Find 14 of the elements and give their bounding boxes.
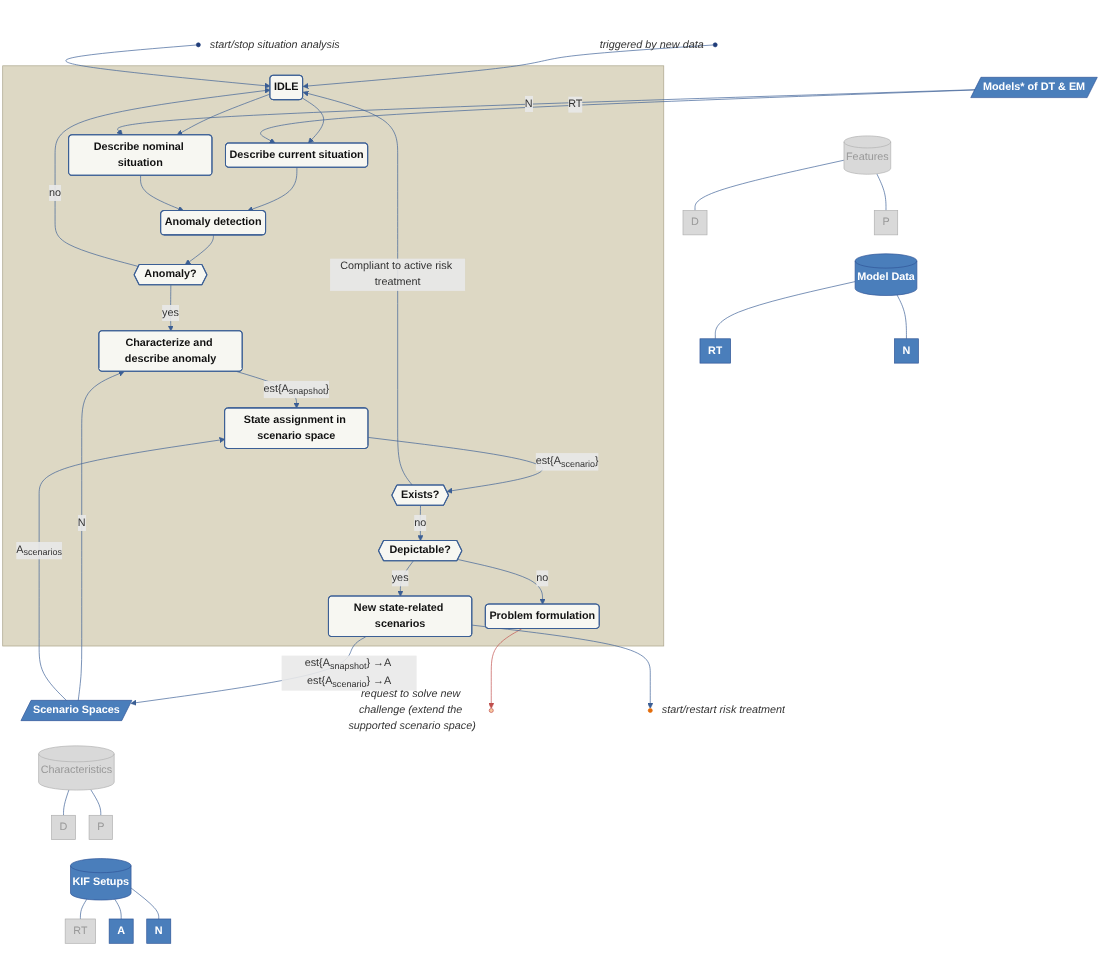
connector — [130, 887, 160, 920]
connector — [714, 281, 856, 340]
connector — [90, 789, 102, 816]
cluster — [2, 65, 665, 647]
node-circle — [195, 42, 201, 48]
connector — [876, 173, 887, 211]
node-circle — [488, 708, 494, 713]
connector — [80, 898, 88, 920]
connector — [63, 789, 70, 816]
connector — [114, 898, 122, 920]
node-circle — [712, 42, 718, 48]
connector — [694, 159, 845, 211]
node-circle — [647, 708, 653, 713]
connector — [896, 294, 907, 340]
